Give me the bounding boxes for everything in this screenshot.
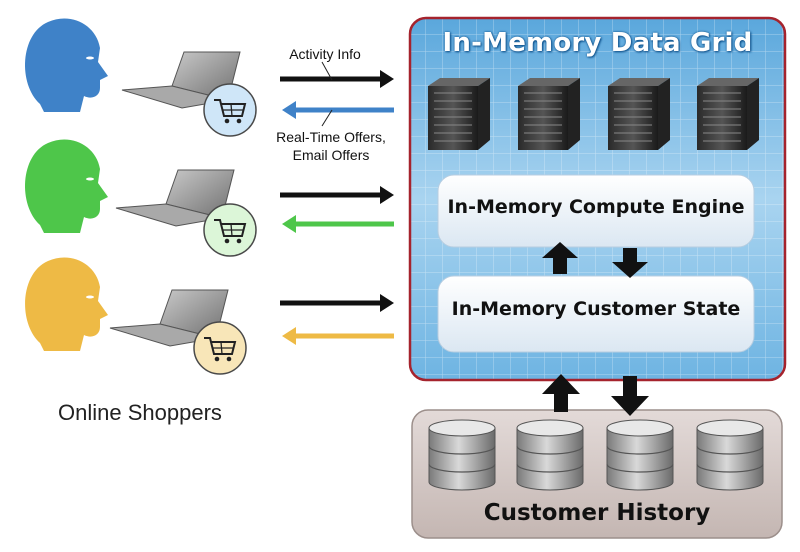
database-icon <box>516 419 584 491</box>
shopper-head-icon <box>25 139 108 233</box>
laptop-icon <box>115 169 235 227</box>
shopper-group <box>25 18 257 375</box>
online-shoppers-label: Online Shoppers <box>58 400 222 425</box>
offer-arrow <box>282 101 394 119</box>
state-to-engine-arrow <box>542 242 578 274</box>
shopping-cart-icon <box>193 321 247 375</box>
activity-pointer <box>321 61 333 81</box>
engine-to-state-arrow <box>612 248 648 278</box>
activity-arrow <box>280 186 394 204</box>
grid-to-history-arrow <box>611 376 649 416</box>
customer-state-label: In-Memory Customer State <box>451 298 741 320</box>
customer-history-label: Customer History <box>483 500 711 526</box>
database-icon <box>606 419 674 491</box>
offers-pointer <box>321 109 333 127</box>
compute-engine-panel <box>437 174 755 248</box>
data-grid-title: In-Memory Data Grid <box>442 28 753 58</box>
compute-engine-label: In-Memory Compute Engine <box>447 196 745 218</box>
shopper-head-icon <box>25 257 108 351</box>
customer-state-panel <box>437 275 755 353</box>
flow-arrows <box>280 70 394 345</box>
shopper-head-icon <box>25 18 108 113</box>
shopping-cart-icon <box>203 203 257 257</box>
server-icon <box>697 78 759 150</box>
offer-arrow <box>282 327 394 345</box>
shopping-cart-icon <box>203 83 257 137</box>
server-group <box>428 78 759 150</box>
offers-label: Real-Time Offers, Email Offers <box>270 128 392 164</box>
activity-arrow <box>280 70 394 88</box>
database-group <box>428 419 764 491</box>
history-to-grid-arrow <box>542 374 580 412</box>
database-icon <box>696 419 764 491</box>
server-icon <box>518 78 580 150</box>
offer-arrow <box>282 215 394 233</box>
offers-label-line1: Real-Time Offers, <box>276 129 386 145</box>
server-icon <box>608 78 670 150</box>
offers-label-line2: Email Offers <box>292 147 370 163</box>
customer-history-box <box>411 409 783 539</box>
database-icon <box>428 419 496 491</box>
server-icon <box>428 78 490 150</box>
activity-info-label: Activity Info <box>289 46 361 62</box>
activity-arrow <box>280 294 394 312</box>
